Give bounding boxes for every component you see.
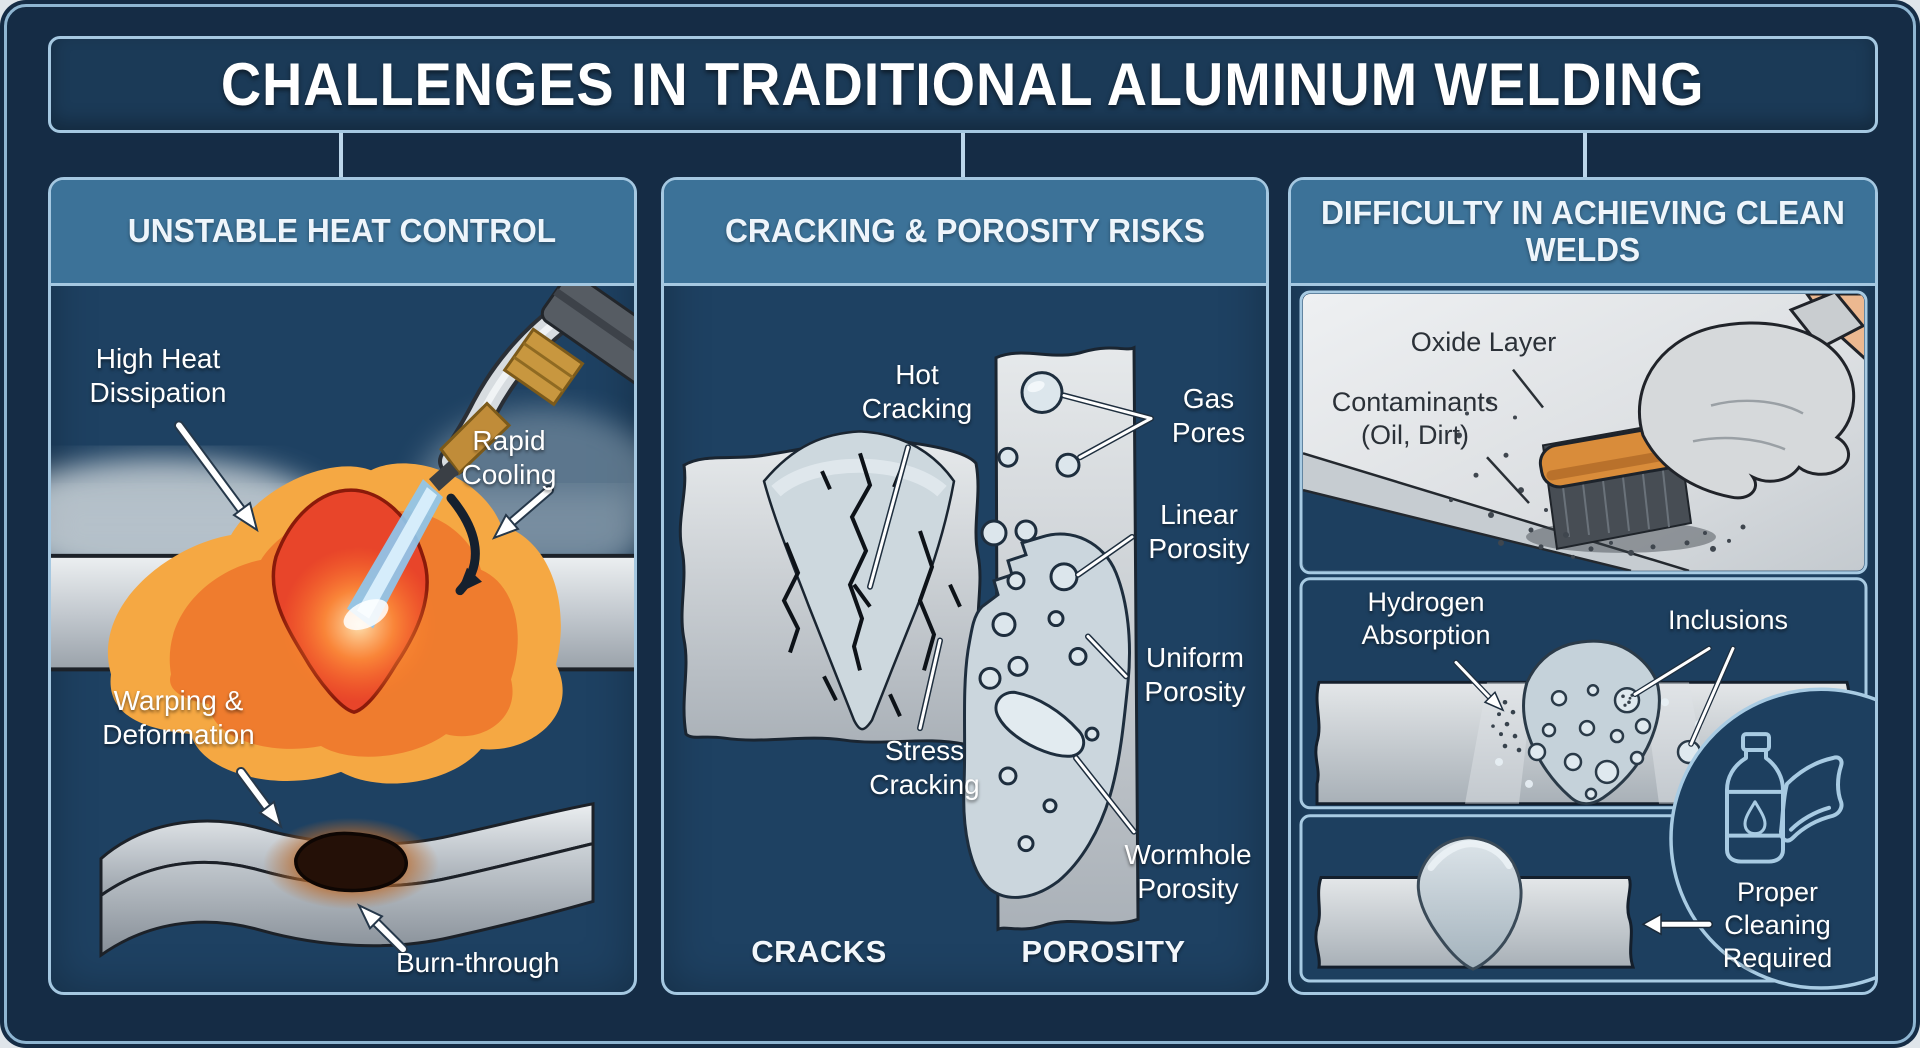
wormhole-pore xyxy=(994,690,1086,758)
caption-porosity: POROSITY xyxy=(1021,934,1186,969)
label-stress-cracking: Stress Cracking xyxy=(869,735,980,801)
caption-cracks: CRACKS xyxy=(751,934,887,969)
contaminated-weld-scene xyxy=(1314,639,1853,806)
clean-welds-illustration xyxy=(1299,290,1875,990)
label-contaminants: Contaminants (Oil, Dirt) xyxy=(1331,387,1499,450)
title-box: CHALLENGES IN TRADITIONAL ALUMINUM WELDI… xyxy=(48,36,1878,133)
label-wormhole-porosity: Wormhole Porosity xyxy=(1124,839,1252,905)
hydrogen-dots xyxy=(1491,696,1522,753)
cleaning-supplies-inset xyxy=(1641,687,1875,990)
clean-weld-scene xyxy=(1314,836,1636,971)
debris-particles xyxy=(1449,399,1746,559)
panel-3-body: Oxide Layer Contaminants (Oil, Dirt) Hyd… xyxy=(1291,286,1875,992)
connector-line-2 xyxy=(961,133,965,180)
welding-torch-icon xyxy=(429,286,634,492)
folded-cloth-icon xyxy=(1779,755,1844,843)
label-burn-through: Burn-through xyxy=(396,947,560,978)
warped-plate xyxy=(99,801,595,959)
label-gas-pores: Gas Pores xyxy=(1171,383,1246,449)
label-warping-deformation: Warping & Deformation xyxy=(102,685,255,751)
panel-1-body: High Heat Dissipation Rapid Cooling Warp… xyxy=(51,286,634,992)
gas-pores-circles xyxy=(978,371,1100,853)
label-rapid-cooling: Rapid Cooling xyxy=(461,425,557,491)
bottle-with-droplet-icon xyxy=(1725,732,1785,864)
label-inclusions: Inclusions xyxy=(1667,605,1789,635)
proper-cleaning-arrow xyxy=(1641,913,1713,936)
clean-weld-bead xyxy=(1416,836,1523,971)
torch-flame xyxy=(343,479,443,631)
mid-pointer-lines xyxy=(1453,645,1736,747)
heat-illustration xyxy=(51,286,634,959)
label-linear-porosity: Linear Porosity xyxy=(1148,499,1250,565)
panel-2-body: Hot Cracking Stress Cracking Gas Pores L… xyxy=(664,286,1266,992)
label-high-heat-dissipation: High Heat Dissipation xyxy=(89,343,227,409)
label-hydrogen-absorption: Hydrogen Absorption xyxy=(1361,587,1491,650)
panel-3-header: DIFFICULTY IN ACHIEVING CLEAN WELDS xyxy=(1291,180,1875,286)
rapid-cooling-curved-arrow xyxy=(446,493,482,596)
cracking-porosity-illustration xyxy=(678,345,1154,932)
annotation-lines-dark xyxy=(1486,368,1544,504)
panel-cracking-porosity: CRACKING & POROSITY RISKS xyxy=(661,177,1269,995)
panel-2-header: CRACKING & POROSITY RISKS xyxy=(664,180,1266,286)
gloved-hand xyxy=(1637,293,1864,500)
cracked-weld-cross-section xyxy=(678,430,984,746)
brushing-scene xyxy=(1303,293,1864,571)
pointer-lines xyxy=(867,392,1154,835)
page-title: CHALLENGES IN TRADITIONAL ALUMINUM WELDI… xyxy=(221,51,1705,118)
burn-through-hole xyxy=(294,831,408,893)
connector-line-3 xyxy=(1583,133,1587,180)
label-uniform-porosity: Uniform Porosity xyxy=(1144,642,1246,708)
connector-line-1 xyxy=(339,133,343,180)
label-hot-cracking: Hot Cracking xyxy=(861,359,973,425)
panel-clean-welds: DIFFICULTY IN ACHIEVING CLEAN WELDS xyxy=(1288,177,1878,995)
panel-unstable-heat: UNSTABLE HEAT CONTROL xyxy=(48,177,637,995)
porosity-cross-section xyxy=(962,345,1140,932)
weld-pores xyxy=(1527,684,1702,801)
inclusion-specks xyxy=(1621,693,1634,707)
label-proper-cleaning: Proper Cleaning Required xyxy=(1722,877,1833,973)
label-oxide-layer: Oxide Layer xyxy=(1410,327,1557,357)
pointer-arrows xyxy=(174,420,554,955)
panel-1-header: UNSTABLE HEAT CONTROL xyxy=(51,180,634,286)
